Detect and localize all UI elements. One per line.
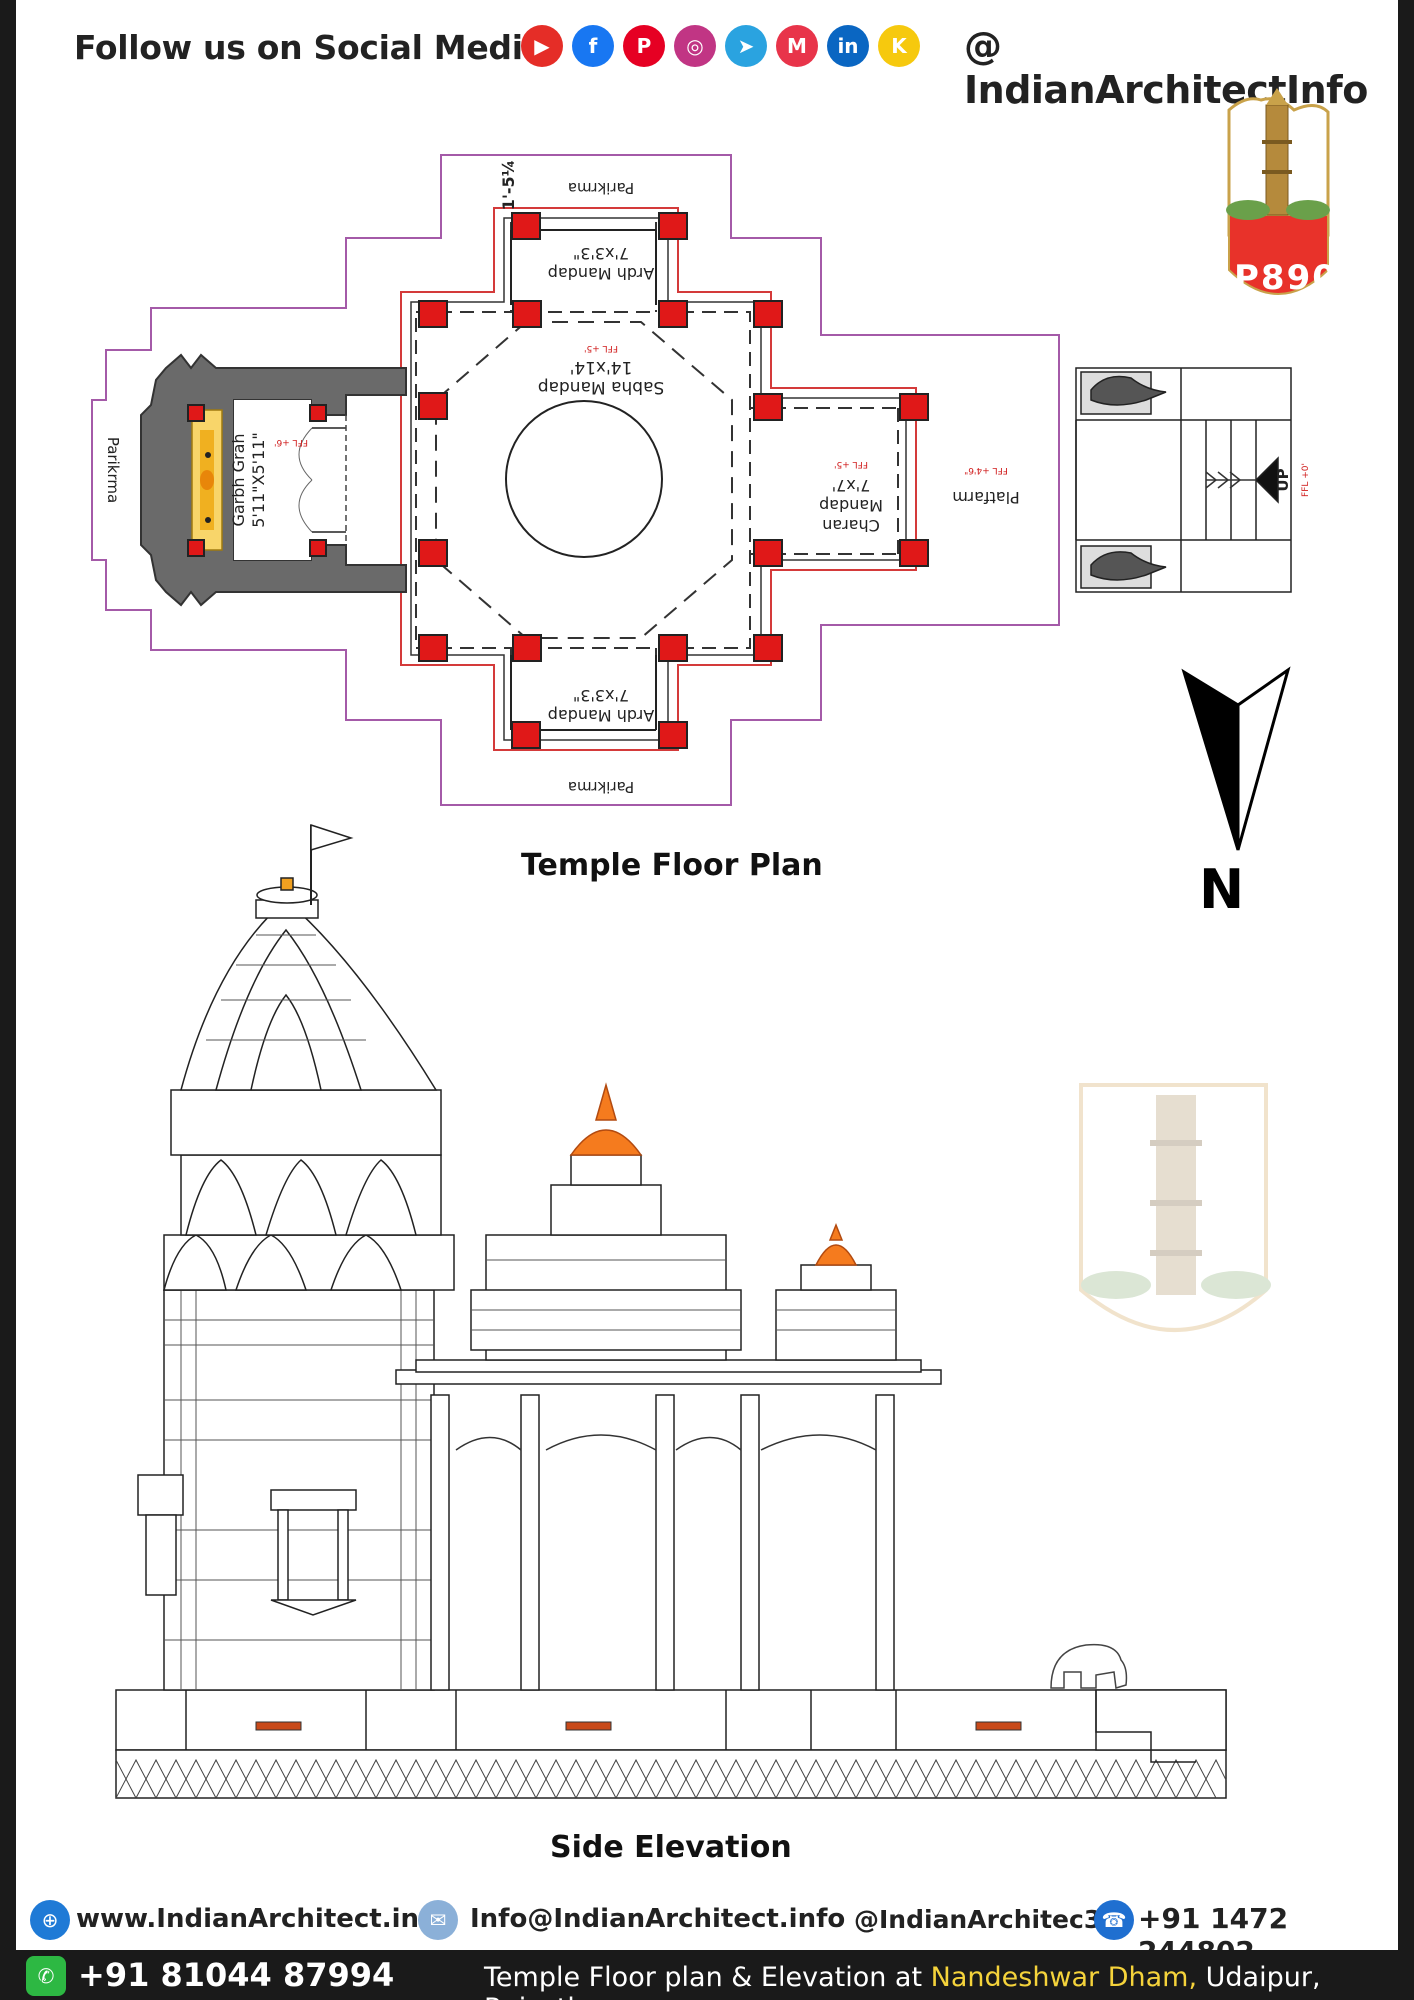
parikrma-boundary	[91, 154, 1060, 806]
brand-badge	[1226, 88, 1330, 295]
side-elevation	[115, 823, 1227, 1800]
pinterest-icon[interactable]: P	[623, 25, 665, 67]
social-handle[interactable]: @ IndianArchitectInfo	[964, 24, 1368, 112]
koo-icon[interactable]: K	[878, 25, 920, 67]
north-label: N	[1199, 858, 1245, 921]
ardh-bottom-size: 7'x3'3"	[573, 686, 629, 705]
whatsapp-number[interactable]: +91 81044 87994	[78, 1956, 395, 1994]
twitter-handle[interactable]: @IndianArchitec3	[854, 1905, 1102, 1934]
temple-floor-plan: Parikrma Parikrma Parikrma Ardh Mandap 7…	[91, 154, 1311, 806]
parikrma-top-label: Parikrma	[568, 179, 634, 197]
floor-plan-title: Temple Floor Plan	[521, 848, 823, 883]
sabha-name: Sabha Mandap	[538, 377, 664, 397]
whatsapp-footer: ✆ +91 81044 87994 Temple Floor plan & El…	[0, 1950, 1414, 2000]
garbh-ffl: FFL +6'	[274, 437, 308, 447]
contact-footer: ⊕ www.IndianArchitect.info ✉ Info@Indian…	[16, 1896, 1398, 1968]
charan-name-2: Mandap	[819, 496, 883, 515]
sabha-ffl: FFL +5'	[584, 343, 618, 353]
phone-icon: ☎	[1094, 1900, 1134, 1940]
charan-name-1: Charan	[822, 516, 880, 535]
caption-prefix: Temple Floor plan & Elevation at	[484, 1962, 931, 1993]
charan-ffl: FFL +5'	[834, 459, 868, 469]
garbh-name: Garbh Grah	[229, 433, 248, 526]
telegram-icon[interactable]: ➤	[725, 25, 767, 67]
north-arrow	[1181, 666, 1291, 851]
caption-location: Nandeshwar Dham,	[930, 1962, 1198, 1993]
ardh-bottom-name: Ardh Mandap	[548, 706, 655, 725]
elevation-title: Side Elevation	[550, 1830, 792, 1865]
ardh-top-size: 7'x3'3"	[573, 244, 629, 263]
plan-code-badge: P890	[1234, 258, 1338, 298]
follow-us-label: Follow us on Social Media	[74, 28, 545, 67]
parikrma-bottom-label: Parikrma	[568, 778, 634, 796]
charan-size: 7'x7'	[832, 476, 871, 495]
dimension-label: 1'-5¼	[499, 160, 518, 210]
steps-ffl: FFL +0'	[1301, 463, 1311, 497]
sabha-size: 14'x14'	[570, 357, 633, 377]
parikrma-left-label: Parikrma	[104, 437, 122, 503]
globe-icon: ⊕	[30, 1900, 70, 1940]
caption: Temple Floor plan & Elevation at Nandesh…	[484, 1962, 1414, 2000]
mail-icon: ✉	[418, 1900, 458, 1940]
email-link[interactable]: Info@IndianArchitect.info	[470, 1904, 846, 1934]
architectural-drawing: Parikrma Parikrma Parikrma Ardh Mandap 7…	[91, 88, 1330, 1800]
caption-suffix: Udaipur, Rajasthan	[484, 1962, 1321, 2000]
ardh-top-name: Ardh Mandap	[548, 264, 655, 283]
moj-icon[interactable]: M	[776, 25, 818, 67]
instagram-icon[interactable]: ◎	[674, 25, 716, 67]
facebook-icon[interactable]: f	[572, 25, 614, 67]
entrance-steps	[1075, 367, 1292, 593]
platform-name: Platfarm	[952, 488, 1020, 507]
garbh-size: 5'11"X5'11"	[249, 432, 268, 528]
linkedin-icon[interactable]: in	[827, 25, 869, 67]
garbh-grah-walls	[140, 353, 407, 607]
steps-up-label: UP	[1274, 468, 1292, 491]
youtube-icon[interactable]: ▶	[521, 25, 563, 67]
watermark-logo	[1079, 1083, 1271, 1332]
website-link[interactable]: www.IndianArchitect.info	[76, 1904, 449, 1934]
platform-ffl: FFL +4'6"	[964, 465, 1008, 475]
whatsapp-icon: ✆	[26, 1956, 66, 1996]
